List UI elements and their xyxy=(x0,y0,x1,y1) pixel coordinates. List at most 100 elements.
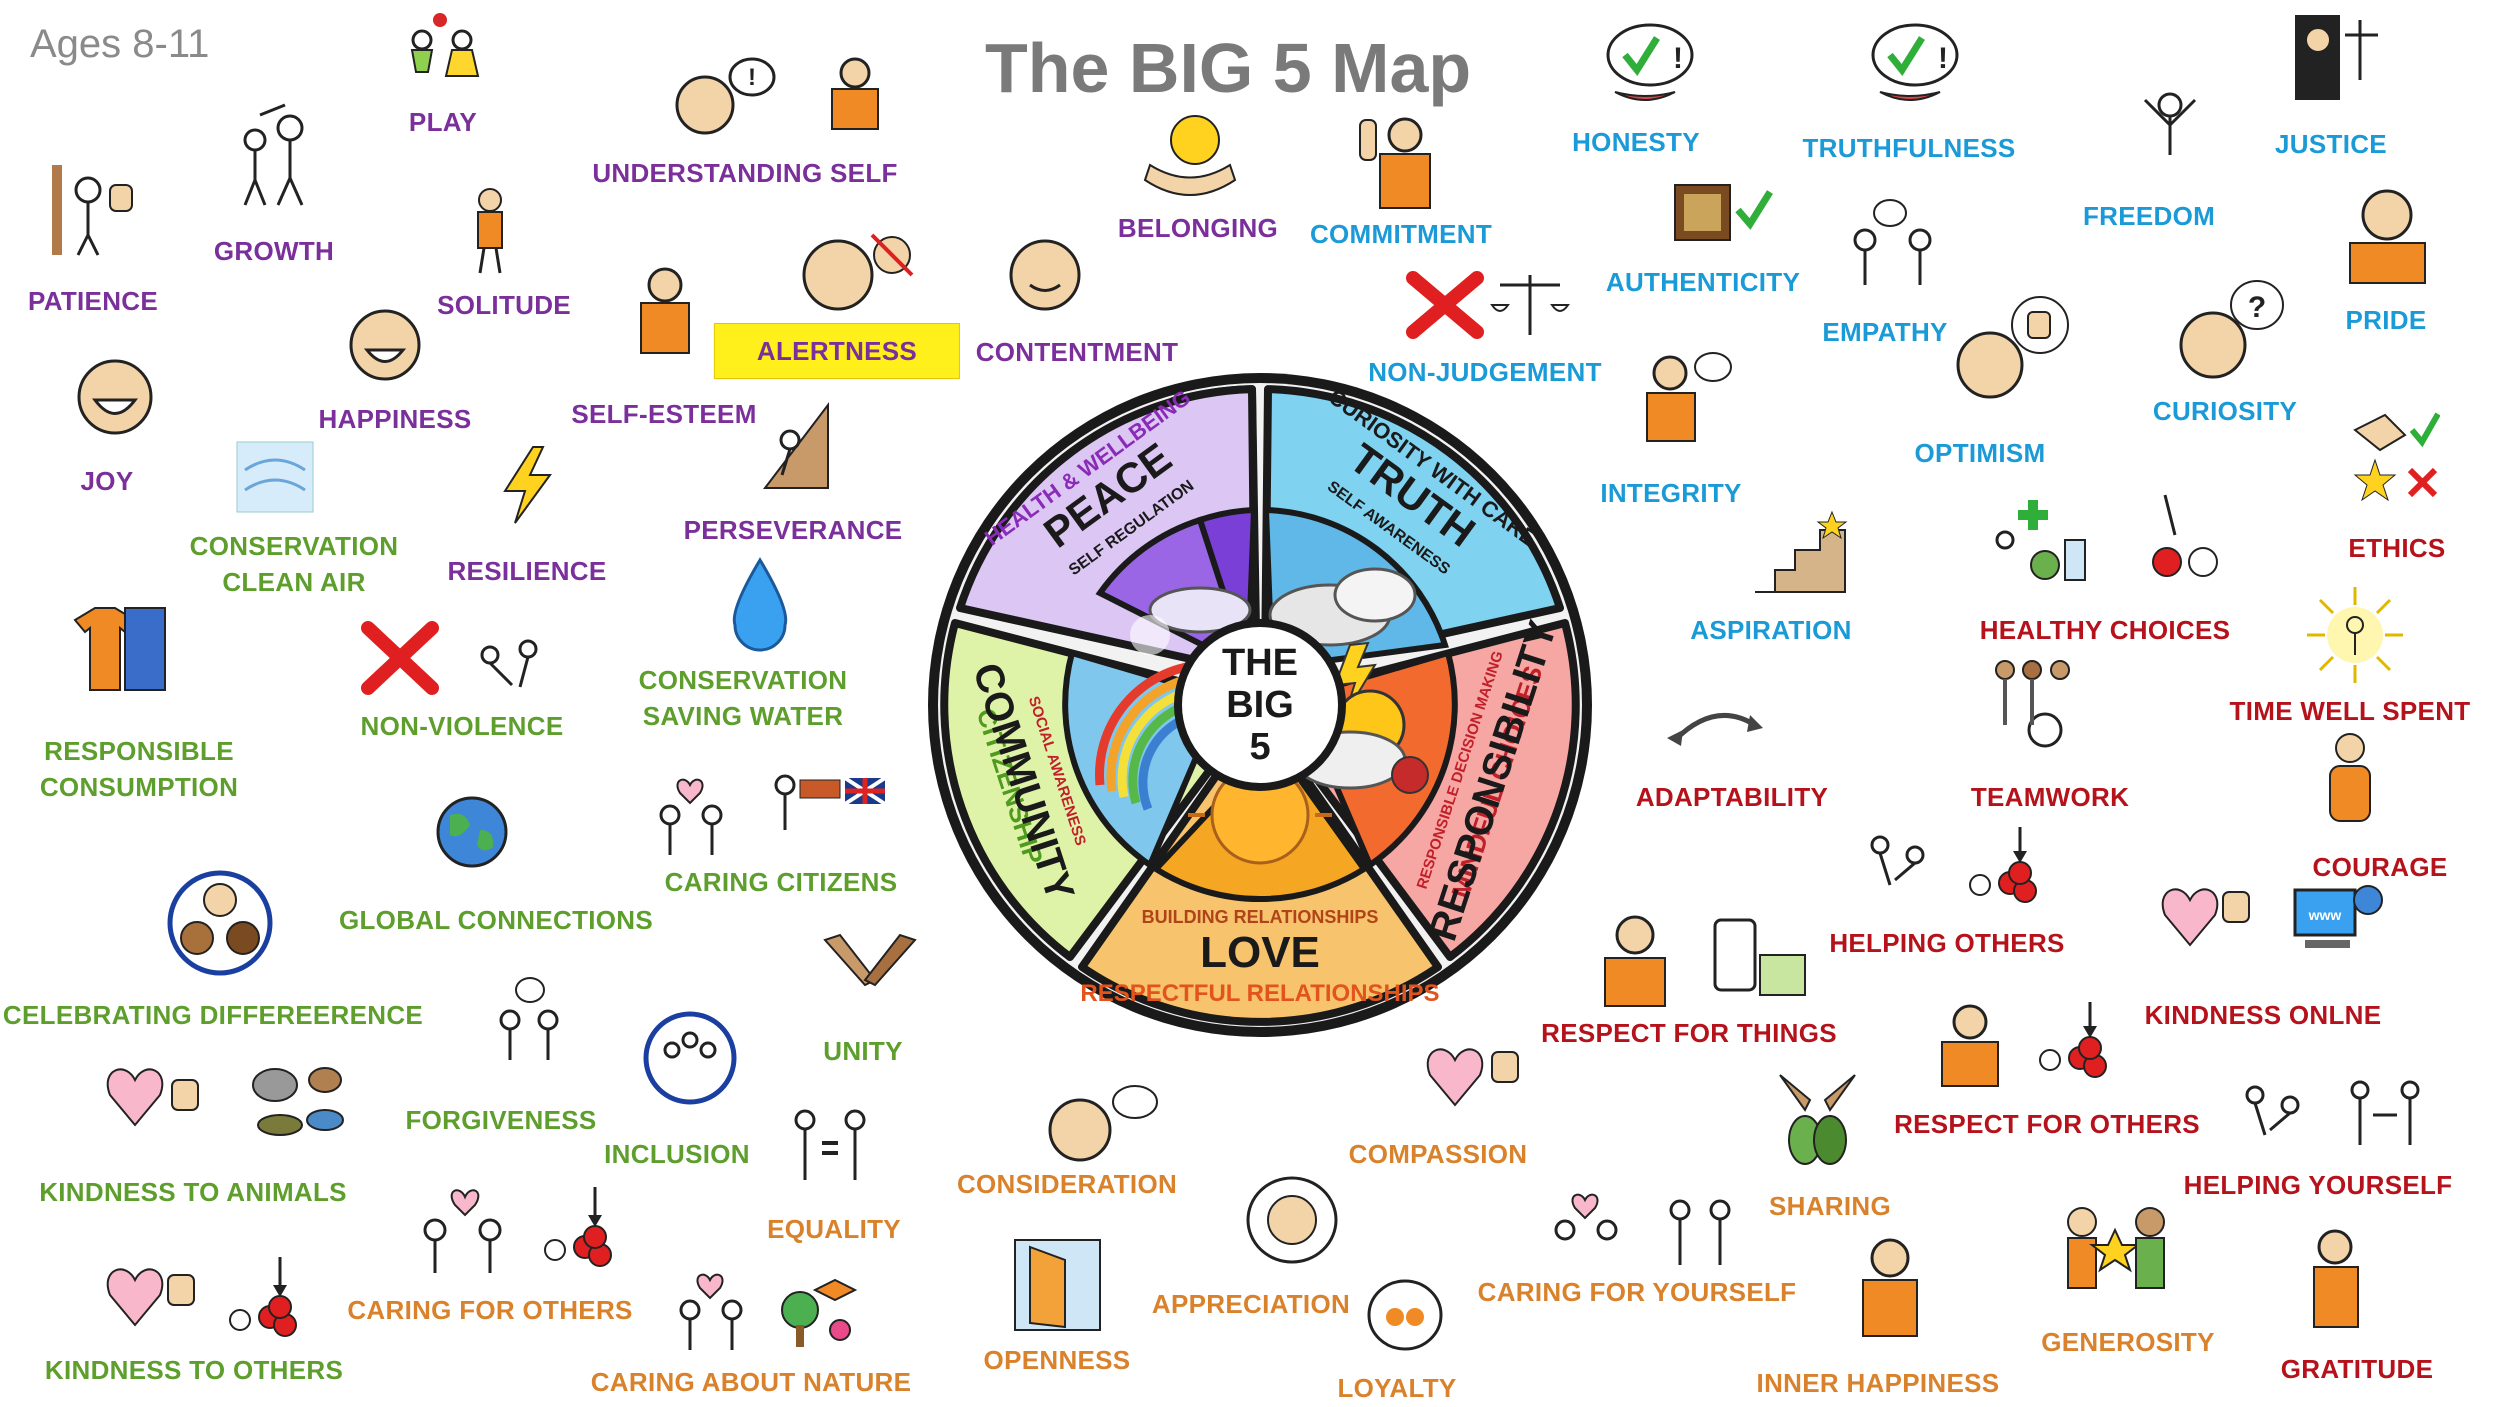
label-aspiration: ASPIRATION xyxy=(1690,615,1852,645)
label-understanding-self: UNDERSTANDING SELF xyxy=(592,158,898,188)
label-kindness-to-animals: KINDNESS TO ANIMALS xyxy=(39,1177,347,1207)
caring-yourself-figures-icon xyxy=(1669,1199,1731,1265)
label-helping-yourself: HELPING YOURSELF xyxy=(2183,1170,2453,1200)
loyalty-icon xyxy=(1367,1279,1443,1351)
wheel-center-line2: BIG xyxy=(1226,684,1294,726)
respect-things-objects-icon xyxy=(1713,918,1806,996)
label-openness: OPENNESS xyxy=(983,1345,1131,1375)
label-kindness-to-others: KINDNESS TO OTHERS xyxy=(44,1355,344,1385)
globe-icon xyxy=(436,796,508,868)
label-respect-for-things: RESPECT FOR THINGS xyxy=(1541,1018,1837,1048)
label-unity: UNITY xyxy=(823,1036,903,1066)
caring-citizens-icon xyxy=(659,778,723,855)
optimism-icon xyxy=(1956,296,2069,399)
freedom-icon xyxy=(2143,92,2197,155)
integrity-icon xyxy=(1646,352,1732,442)
respect-others-dots-icon xyxy=(2039,1002,2107,1078)
label-contentment: CONTENTMENT xyxy=(975,337,1179,367)
teamwork-icon xyxy=(1995,660,2070,748)
play-icon xyxy=(410,13,480,77)
healthy-choices-dots-icon xyxy=(2152,494,2218,577)
svg-text:!: ! xyxy=(748,64,756,91)
kindness-online-heart-icon xyxy=(2161,888,2250,947)
label-appreciation: APPRECIATION xyxy=(1151,1289,1351,1319)
label-growth: GROWTH xyxy=(213,236,335,266)
pride-icon xyxy=(2349,189,2426,284)
label-freedom: FREEDOM xyxy=(2082,201,2216,231)
sharing-icon xyxy=(1779,1074,1856,1165)
label-caring-about-nature: CARING ABOUT NATURE xyxy=(590,1367,912,1397)
label-non-judgement: NON-JUDGEMENT xyxy=(1368,357,1602,387)
clean-air-icon xyxy=(236,441,314,513)
generosity-icon xyxy=(2067,1207,2165,1289)
kindness-animals-heart-icon xyxy=(106,1068,199,1127)
label-courage: COURAGE xyxy=(2312,852,2448,882)
water-drop-icon xyxy=(732,557,788,652)
aspiration-icon xyxy=(1755,510,1848,593)
honesty-icon: ! xyxy=(1606,23,1694,101)
adaptability-arrows-icon xyxy=(1667,712,1763,746)
label-commitment: COMMITMENT xyxy=(1309,219,1493,249)
label-justice: JUSTICE xyxy=(2275,129,2387,159)
label-self-esteem: SELF-ESTEEM xyxy=(571,399,757,429)
label-inclusion: INCLUSION xyxy=(604,1139,750,1169)
understanding-self-icon: ! xyxy=(675,57,776,135)
authenticity-icon xyxy=(1674,184,1773,241)
label-helping-others: HELPING OTHERS xyxy=(1829,928,2065,958)
responsible-consumption-icon xyxy=(73,607,166,691)
joy-icon xyxy=(77,359,153,435)
belonging-icon xyxy=(1143,115,1237,196)
label-sharing: SHARING xyxy=(1769,1191,1891,1221)
resilience-icon xyxy=(503,446,552,524)
label-belonging: BELONGING xyxy=(1117,213,1279,243)
helping-others-dots-icon xyxy=(1969,827,2037,903)
gratitude-icon xyxy=(2313,1229,2359,1328)
label-conservation-clean-air-2: CLEAN AIR xyxy=(222,567,366,597)
respect-things-figure-icon xyxy=(1604,915,1666,1007)
appreciation-icon xyxy=(1246,1176,1338,1264)
label-gratitude: GRATITUDE xyxy=(2280,1354,2434,1384)
label-kindness-online: KINDNESS ONLNE xyxy=(2144,1000,2382,1030)
compassion-icon xyxy=(1426,1048,1519,1107)
solitude-icon xyxy=(477,188,503,274)
label-conservation-water-2: SAVING WATER xyxy=(642,701,844,731)
non-violence-cross-icon xyxy=(361,621,439,695)
label-equality: EQUALITY xyxy=(767,1214,901,1244)
label-empathy: EMPATHY xyxy=(1822,317,1948,347)
respect-others-figure-icon xyxy=(1941,1004,1999,1087)
self-esteem-icon xyxy=(640,267,690,354)
label-healthy-choices: HEALTHY CHOICES xyxy=(1979,615,2231,645)
ethics-handshake-icon xyxy=(2353,412,2440,452)
label-caring-citizens: CARING CITIZENS xyxy=(664,867,898,897)
label-adaptability: ADAPTABILITY xyxy=(1635,782,1829,812)
label-global-connections: GLOBAL CONNECTIONS xyxy=(338,905,654,935)
label-alertness: ALERTNESS xyxy=(713,323,961,379)
equality-icon xyxy=(794,1109,866,1180)
growth-icon xyxy=(243,103,304,206)
unity-hands-icon xyxy=(823,933,917,987)
kindness-online-computer-icon: www xyxy=(2293,885,2383,948)
inclusion-icon xyxy=(643,1011,737,1105)
celebrating-difference-icon xyxy=(167,870,273,976)
non-judgement-scales-icon xyxy=(1490,275,1570,335)
ethics-cross-icon xyxy=(2353,458,2438,502)
animals-icon xyxy=(252,1067,344,1136)
love-inner-label: BUILDING RELATIONSHIPS xyxy=(1142,907,1379,927)
contentment-icon xyxy=(1009,239,1081,311)
alertness-icon xyxy=(802,233,914,311)
big5-wheel: THE BIG 5 HEALTH & WELLBEING PEACE SELF … xyxy=(928,373,1592,1037)
label-authenticity: AUTHENTICITY xyxy=(1605,267,1801,297)
svg-text:www: www xyxy=(2308,907,2342,923)
label-compassion: COMPASSION xyxy=(1348,1139,1528,1169)
forgiveness-icon xyxy=(499,977,559,1060)
wheel-center-line1: THE xyxy=(1222,642,1298,684)
label-pride: PRIDE xyxy=(2345,305,2427,335)
empathy-icon xyxy=(1853,199,1932,285)
healthy-choices-icon xyxy=(1995,500,2086,581)
wheel-center-line3: 5 xyxy=(1249,726,1270,768)
caring-for-others-icon xyxy=(423,1189,502,1273)
nature-tree-icon xyxy=(781,1278,858,1347)
label-curiosity: CURIOSITY xyxy=(2152,396,2298,426)
caring-citizens-flag-icon xyxy=(774,774,887,830)
